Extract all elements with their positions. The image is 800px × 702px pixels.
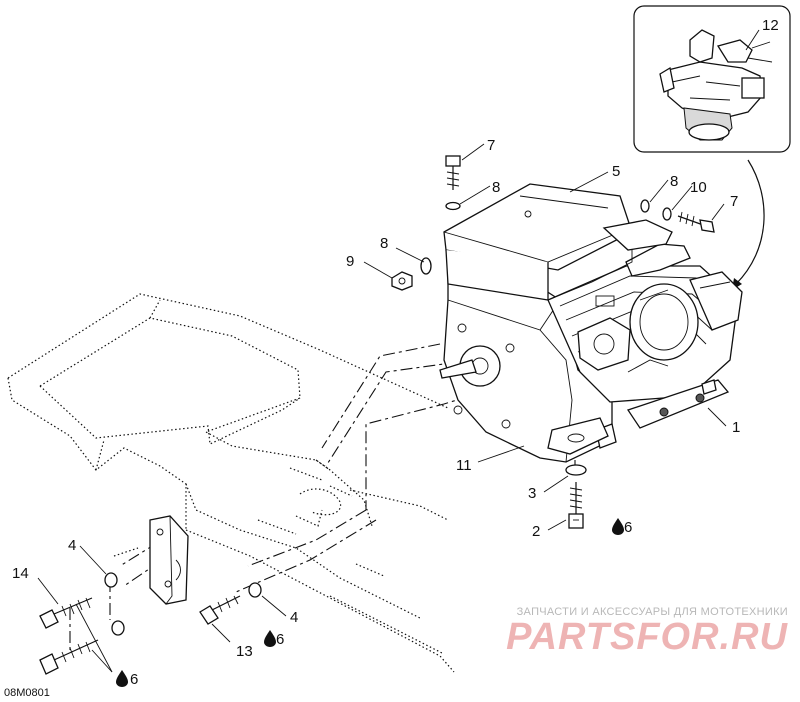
callout-3: 3 <box>528 485 536 502</box>
callout-6-center: 6 <box>276 631 284 648</box>
washer-8-right <box>640 199 650 213</box>
callout-8-top: 8 <box>492 179 500 196</box>
callout-2: 2 <box>532 523 540 540</box>
washer-4-center <box>248 582 262 598</box>
callout-5: 5 <box>612 163 620 180</box>
bolt-7-top <box>445 155 461 190</box>
callout-1: 1 <box>732 419 740 436</box>
callout-12: 12 <box>762 17 779 34</box>
washer-4-left-top <box>104 572 118 588</box>
callout-10: 10 <box>690 179 707 196</box>
bolt-7-right <box>677 211 715 233</box>
washer-4-left-bottom <box>111 620 125 636</box>
nut-9 <box>391 271 413 291</box>
adhesive-drop-icon <box>116 670 128 687</box>
callout-6-left: 6 <box>130 671 138 688</box>
figure-code: 08M0801 <box>4 687 50 699</box>
watermark-logo: PARTSFOR.RU <box>506 616 788 658</box>
callout-8-left: 8 <box>380 235 388 252</box>
bolt-2 <box>568 482 584 529</box>
callout-14: 14 <box>12 565 29 582</box>
adhesive-drop-icon <box>264 630 276 647</box>
engine-assembly <box>439 243 743 463</box>
heat-shield <box>443 183 673 301</box>
carburetor-drawing <box>659 29 773 141</box>
inset-arrow <box>735 159 765 285</box>
washer-8-top <box>445 201 461 211</box>
callout-11: 11 <box>456 457 472 474</box>
washer-8-left <box>420 257 432 275</box>
adhesive-drop-icon <box>612 518 624 535</box>
mount-strap <box>626 379 730 429</box>
callout-13: 13 <box>236 643 253 660</box>
frame-outline <box>7 293 455 673</box>
callout-4-center: 4 <box>290 609 298 626</box>
callout-6-right: 6 <box>624 519 632 536</box>
callout-8-right: 8 <box>670 173 678 190</box>
callout-7-top: 7 <box>487 137 495 154</box>
bolt-14-upper <box>39 597 93 629</box>
carburetor-inset: 12 <box>633 5 791 153</box>
washer-3 <box>565 464 587 476</box>
lock-washer-10 <box>662 207 672 221</box>
watermark-tagline: ЗАПЧАСТИ И АКСЕССУАРЫ ДЛЯ МОТОТЕХНИКИ <box>516 606 788 618</box>
bolt-14-lower <box>39 639 99 675</box>
callout-9: 9 <box>346 253 354 270</box>
callout-4-left: 4 <box>68 537 76 554</box>
rear-bracket-plate <box>149 515 189 605</box>
callout-7-right: 7 <box>730 193 738 210</box>
bolt-13 <box>199 595 241 625</box>
leader-lines <box>37 143 727 673</box>
